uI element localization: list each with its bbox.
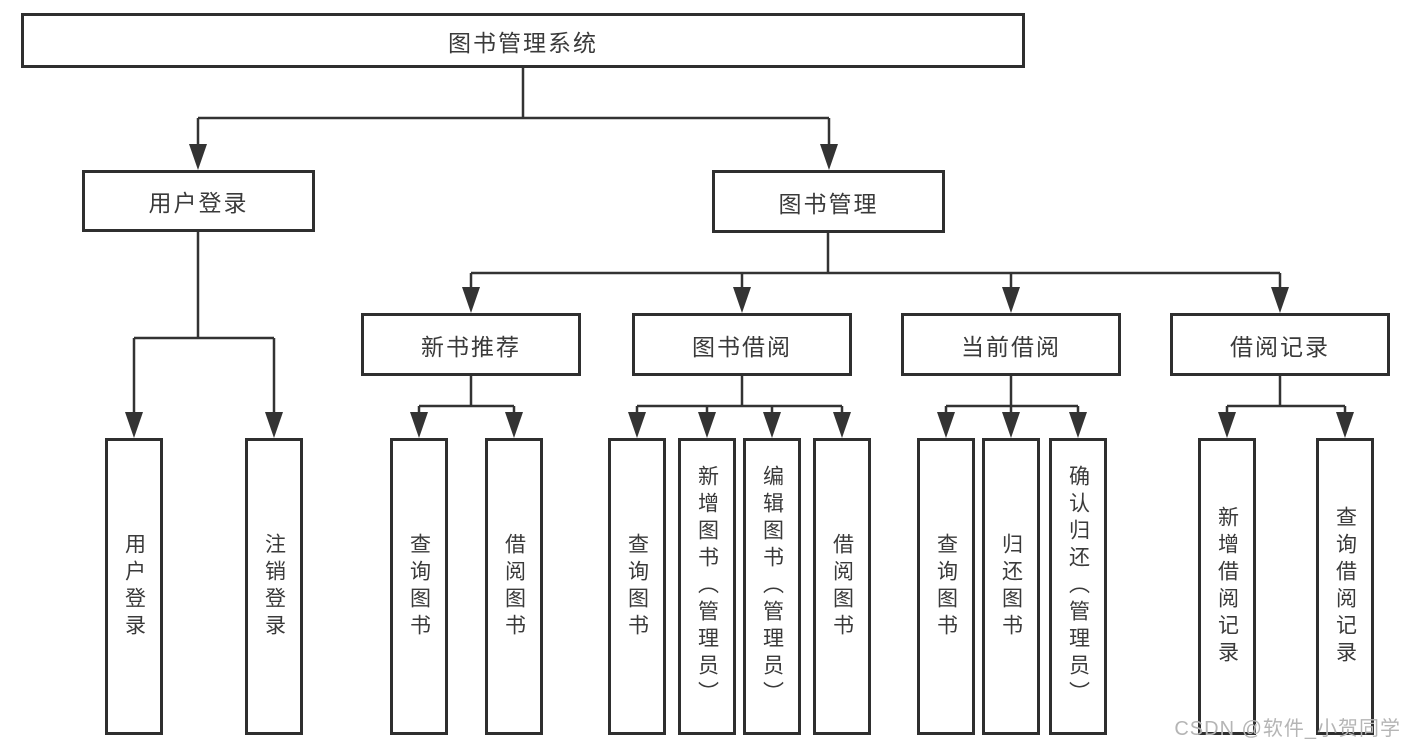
leaf-edit-books-admin: 编辑图书（管理员） [743,438,801,735]
node-root-system-label: 图书管理系统 [448,29,598,56]
leaf-query-books-current: 查询图书 [917,438,975,735]
leaf-add-borrow-record-label: 新增借阅记录 [1215,505,1239,668]
arrowhead-borrow-c1 [628,412,646,438]
node-current-borrow: 当前借阅 [901,313,1121,376]
leaf-add-borrow-record: 新增借阅记录 [1198,438,1256,735]
node-book-borrow: 图书借阅 [632,313,852,376]
leaf-query-books-current-label: 查询图书 [934,532,958,641]
arrowhead-bookmgmt [820,144,838,170]
leaf-confirm-return-admin: 确认归还（管理员） [1049,438,1107,735]
leaf-query-books-borrow-label: 查询图书 [625,532,649,641]
leaf-query-borrow-record-label: 查询借阅记录 [1333,505,1357,668]
arrowhead-current-c3 [1069,412,1087,438]
leaf-add-books-admin: 新增图书（管理员） [678,438,736,735]
leaf-logout-label: 注销登录 [262,532,286,641]
leaf-borrow-books-recommend: 借阅图书 [485,438,543,735]
node-root-system: 图书管理系统 [21,13,1025,68]
arrowhead-l3-borrow [733,287,751,313]
node-book-management-label: 图书管理 [778,190,879,217]
arrowhead-borrow-c3 [763,412,781,438]
arrowhead-borrow-c2 [698,412,716,438]
node-book-borrow-label: 图书借阅 [692,333,792,360]
arrowhead-records-c2 [1336,412,1354,438]
leaf-borrow-books: 借阅图书 [813,438,871,735]
arrowhead-l3-newbook [462,287,480,313]
node-new-book-recommend-label: 新书推荐 [421,333,521,360]
arrowhead-borrow-c4 [833,412,851,438]
node-user-login: 用户登录 [82,170,315,232]
watermark-text: CSDN @软件_小贺同学 [1174,718,1401,740]
arrowhead-records-c1 [1218,412,1236,438]
leaf-confirm-return-admin-label: 确认归还（管理员） [1066,465,1090,708]
arrowhead-l3-records [1271,287,1289,313]
node-new-book-recommend: 新书推荐 [361,313,581,376]
arrowhead-current-c1 [937,412,955,438]
leaf-query-books-recommend: 查询图书 [390,438,448,735]
arrowhead-leaf-logout [265,412,283,438]
leaf-logout: 注销登录 [245,438,303,735]
leaf-user-login: 用户登录 [105,438,163,735]
arrowhead-current-c2 [1002,412,1020,438]
node-book-management: 图书管理 [712,170,945,233]
leaf-query-books-recommend-label: 查询图书 [407,532,431,641]
leaf-borrow-books-recommend-label: 借阅图书 [502,532,526,641]
leaf-user-login-label: 用户登录 [122,532,146,641]
node-user-login-label: 用户登录 [148,190,249,216]
arrowhead-l3-current [1002,287,1020,313]
leaf-return-books-label: 归还图书 [999,532,1023,641]
leaf-borrow-books-label: 借阅图书 [830,532,854,641]
arrowhead-userlogin [189,144,207,170]
leaf-add-books-admin-label: 新增图书（管理员） [695,465,719,708]
arrowhead-newbook-c2 [505,412,523,438]
leaf-query-books-borrow: 查询图书 [608,438,666,735]
arrowhead-newbook-c1 [410,412,428,438]
leaf-query-borrow-record: 查询借阅记录 [1316,438,1374,735]
leaf-edit-books-admin-label: 编辑图书（管理员） [760,465,784,708]
node-current-borrow-label: 当前借阅 [961,333,1061,360]
node-borrow-records-label: 借阅记录 [1230,333,1330,360]
node-borrow-records: 借阅记录 [1170,313,1390,376]
arrowhead-leaf-login [125,412,143,438]
leaf-return-books: 归还图书 [982,438,1040,735]
